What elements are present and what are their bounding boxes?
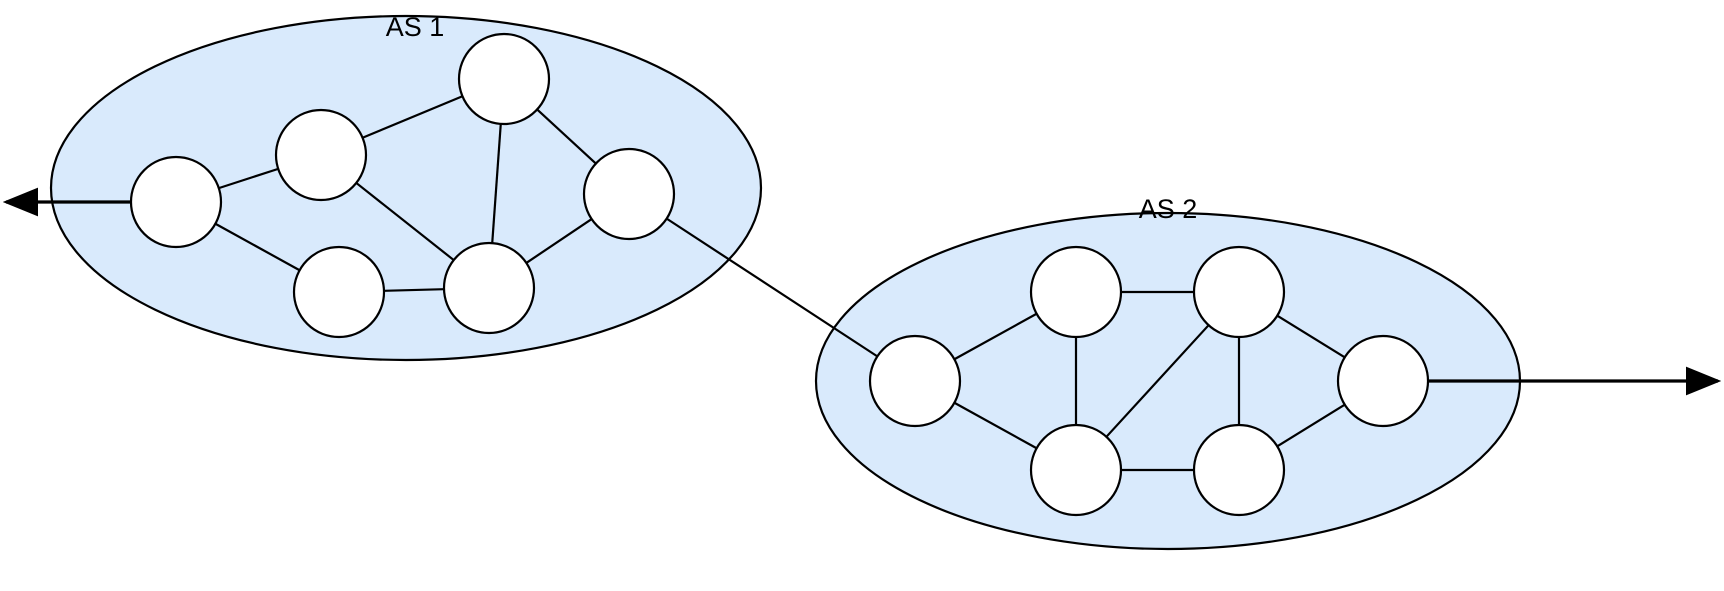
link-a2-a6[interactable] <box>355 182 455 261</box>
link-b5-b6[interactable] <box>1276 403 1346 448</box>
link-b1-b2[interactable] <box>953 312 1038 361</box>
router-node-a5[interactable] <box>292 245 386 339</box>
inter-as-link[interactable] <box>666 217 878 358</box>
router-node-b6[interactable] <box>1336 334 1430 428</box>
link-a1-a5[interactable] <box>214 222 301 272</box>
link-a3-a4[interactable] <box>536 108 597 165</box>
router-node-b3[interactable] <box>1192 245 1286 339</box>
link-a3-a6[interactable] <box>491 123 502 244</box>
link-a2-a3[interactable] <box>362 95 463 139</box>
router-node-a4[interactable] <box>582 147 676 241</box>
as-regions-layer <box>49 14 1522 551</box>
router-node-b4[interactable] <box>1029 423 1123 517</box>
router-node-b2[interactable] <box>1029 245 1123 339</box>
link-a4-a6[interactable] <box>525 218 593 264</box>
link-b1-b4[interactable] <box>953 401 1038 450</box>
as-region-as1[interactable] <box>49 14 763 362</box>
link-a1-a2[interactable] <box>218 167 279 190</box>
as-labels-layer: AS 1 AS 2 <box>386 12 1198 224</box>
link-b3-b4[interactable] <box>1105 324 1210 438</box>
links-layer <box>214 95 1346 472</box>
link-b3-b6[interactable] <box>1276 314 1346 359</box>
router-node-b1[interactable] <box>868 334 962 428</box>
router-node-b5[interactable] <box>1192 423 1286 517</box>
router-node-a3[interactable] <box>457 32 551 126</box>
as-label-as2: AS 2 <box>1139 194 1198 224</box>
router-node-a6[interactable] <box>442 241 536 335</box>
router-nodes-layer <box>129 32 1430 517</box>
link-a5-a6[interactable] <box>383 288 445 292</box>
router-node-a2[interactable] <box>274 108 368 202</box>
external-arrows-layer <box>2 187 1722 396</box>
router-node-a1[interactable] <box>129 155 223 249</box>
as-label-as1: AS 1 <box>386 12 445 42</box>
